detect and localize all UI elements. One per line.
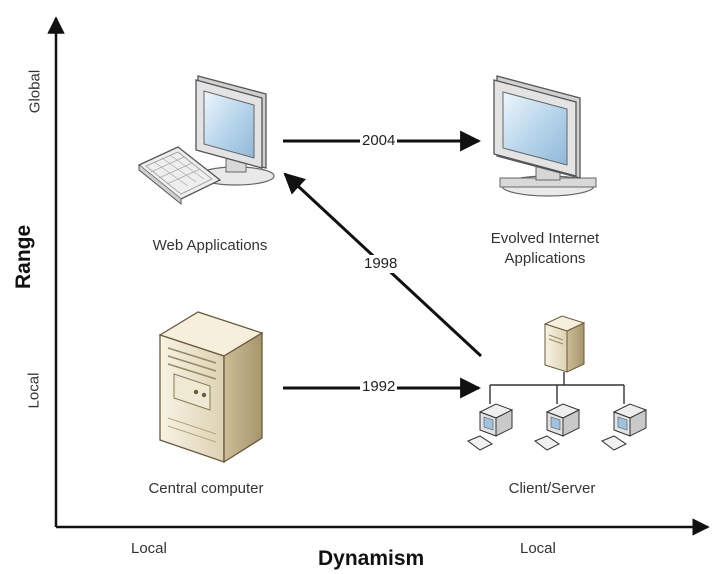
year-label-1998: 1998 — [362, 255, 400, 273]
client-server-icon — [467, 315, 648, 451]
client-workstation-icon — [467, 403, 514, 451]
y-axis-title: Range — [12, 224, 35, 289]
evolved-label-line-1: Evolved Internet — [490, 230, 600, 247]
year-label-2004: 2004 — [360, 132, 398, 150]
evolved-applications-label: Evolved Internet Applications — [450, 229, 640, 269]
web-applications-icon — [137, 75, 275, 206]
evolved-label-line-2: Applications — [504, 250, 586, 267]
client-workstation-icon — [601, 403, 648, 451]
client-workstation-icon — [534, 403, 581, 451]
year-label-1992: 1992 — [360, 378, 398, 396]
central-computer-label: Central computer — [148, 480, 264, 497]
x-tick-local-left: Local — [131, 540, 167, 557]
evolved-internet-applications-icon — [493, 75, 597, 197]
central-computer-icon — [158, 311, 264, 464]
y-tick-local: Local — [25, 372, 43, 409]
client-server-label: Client/Server — [508, 480, 596, 497]
web-applications-label: Web Applications — [152, 237, 268, 254]
x-tick-local-right: Local — [520, 540, 556, 557]
y-tick-global: Global — [26, 69, 44, 114]
x-axis-title: Dynamism — [318, 547, 425, 570]
